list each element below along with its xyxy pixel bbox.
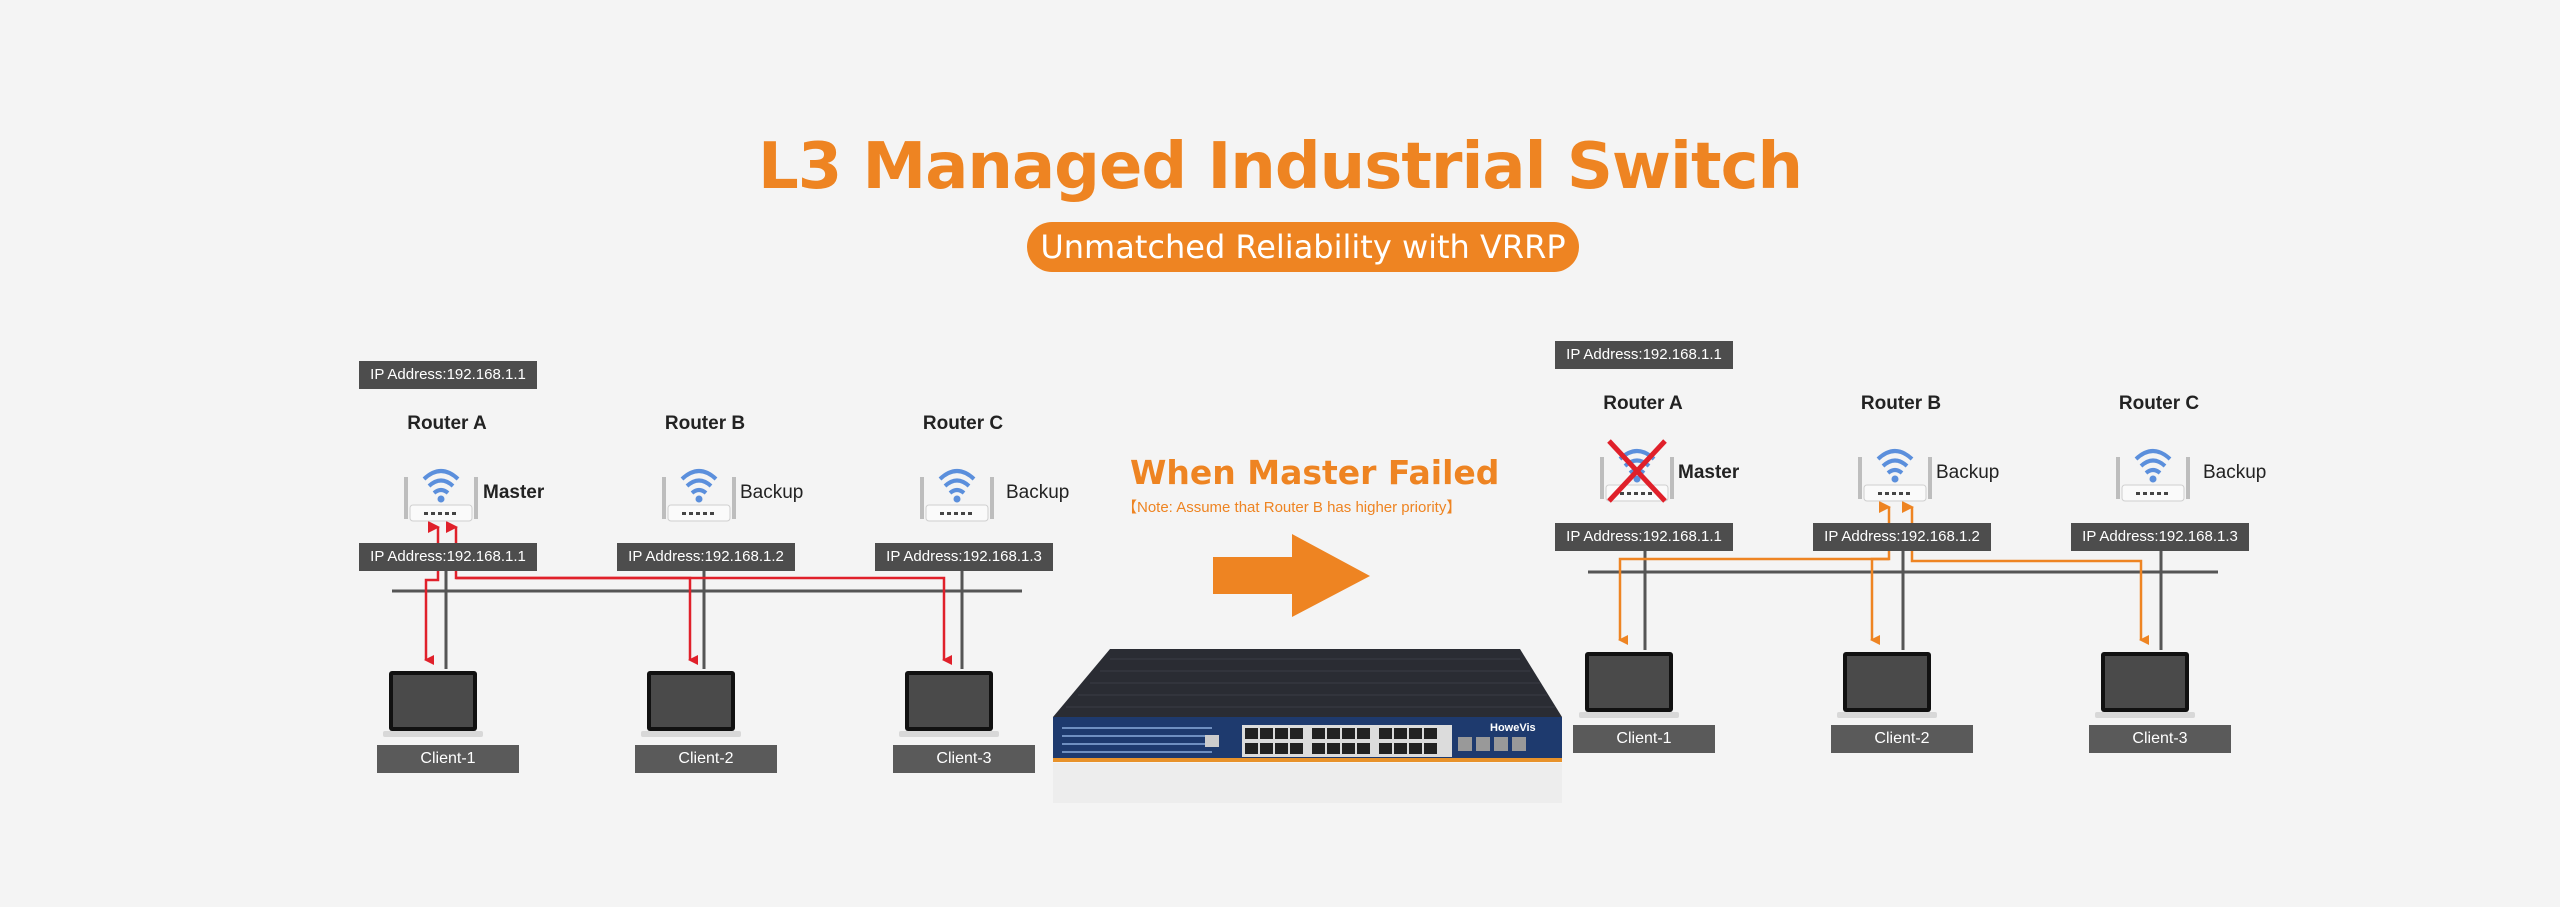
industrial-switch-icon: HoweVis	[1053, 649, 1562, 803]
left-router-a-ip: IP Address:192.168.1.1	[359, 543, 537, 571]
right-router-b-icon	[1854, 435, 1936, 512]
left-router-c-name: Router C	[922, 413, 1004, 434]
when-master-failed-heading: When Master Failed	[1130, 453, 1500, 492]
left-client-1-laptop-icon	[383, 669, 483, 744]
transition-arrow-icon	[1213, 534, 1370, 617]
left-client-2-label: Client-2	[635, 745, 777, 773]
left-router-b-ip: IP Address:192.168.1.2	[617, 543, 795, 571]
page-title: L3 Managed Industrial Switch	[757, 130, 1803, 204]
left-router-a-name: Router A	[407, 413, 487, 434]
left-client-1-label: Client-1	[377, 745, 519, 773]
subtitle-badge: Unmatched Reliability with VRRP	[1027, 222, 1579, 272]
right-client-1-label: Client-1	[1573, 725, 1715, 753]
left-router-c-ip: IP Address:192.168.1.3	[875, 543, 1053, 571]
left-router-c-icon	[916, 455, 998, 532]
left-client-2-laptop-icon	[641, 669, 741, 744]
left-router-a-icon	[400, 455, 482, 532]
priority-note: 【Note: Assume that Router B has higher p…	[1122, 499, 1462, 516]
right-client-2-laptop-icon	[1837, 650, 1937, 725]
left-lan	[392, 521, 1022, 669]
switch-brand: HoweVis	[1490, 722, 1536, 734]
failed-cross-icon	[1607, 439, 1667, 503]
right-router-c-ip: IP Address:192.168.1.3	[2071, 523, 2249, 551]
left-client-3-label: Client-3	[893, 745, 1035, 773]
right-client-3-laptop-icon	[2095, 650, 2195, 725]
right-router-b-ip: IP Address:192.168.1.2	[1813, 523, 1991, 551]
right-router-b-name: Router B	[1860, 393, 1942, 414]
right-router-a-name: Router A	[1603, 393, 1683, 414]
right-client-2-label: Client-2	[1831, 725, 1973, 753]
right-router-c-name: Router C	[2118, 393, 2200, 414]
left-router-c-role: Backup	[1006, 482, 1070, 503]
right-router-a-role: Master	[1678, 462, 1740, 483]
right-router-c-role: Backup	[2203, 462, 2267, 483]
right-client-1-laptop-icon	[1579, 650, 1679, 725]
right-client-3-label: Client-3	[2089, 725, 2231, 753]
left-router-a-role: Master	[483, 482, 545, 503]
left-virtual-ip: IP Address:192.168.1.1	[359, 361, 537, 389]
left-client-3-laptop-icon	[899, 669, 999, 744]
right-router-a-ip: IP Address:192.168.1.1	[1555, 523, 1733, 551]
left-router-b-role: Backup	[740, 482, 804, 503]
right-router-b-role: Backup	[1936, 462, 2000, 483]
right-router-c-icon	[2112, 435, 2194, 512]
left-router-b-icon	[658, 455, 740, 532]
left-router-b-name: Router B	[664, 413, 746, 434]
right-virtual-ip: IP Address:192.168.1.1	[1555, 341, 1733, 369]
